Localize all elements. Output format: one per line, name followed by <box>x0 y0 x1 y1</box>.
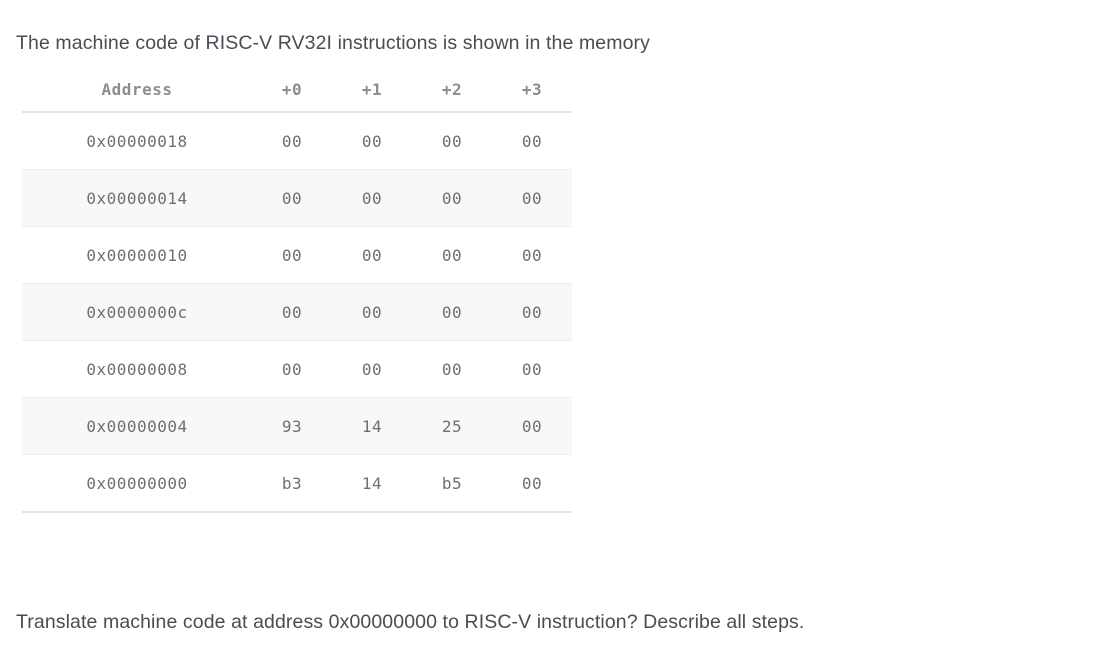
memory-table-body: 0x00000018 00 00 00 00 0x00000014 00 00 … <box>22 112 572 513</box>
cell-byte-0: 00 <box>281 131 303 151</box>
cell-byte-3: 00 <box>492 340 572 398</box>
column-header-offset-1: +1 <box>332 74 412 113</box>
cell-byte-3: 00 <box>492 169 572 227</box>
cell-byte-3: 00 <box>492 283 572 341</box>
cell-byte-2: 00 <box>412 340 492 398</box>
cell-byte-0: 93 <box>252 397 332 455</box>
column-header-address: Address <box>22 74 252 113</box>
cell-byte-0: 00 <box>252 169 332 227</box>
memory-table-container: Address +0 +1 +2 +3 0x00000018 00 00 00 … <box>22 74 572 513</box>
cell-address: 0x00000004 <box>22 397 252 455</box>
table-row: 0x00000004 93 14 25 00 <box>22 397 572 455</box>
cell-address: 0x0000000c <box>22 283 252 341</box>
column-header-offset-2: +2 <box>412 74 492 113</box>
table-header-row: Address +0 +1 +2 +3 <box>22 74 572 113</box>
cell-byte-2: 00 <box>441 131 463 151</box>
table-row: 0x00000008 00 00 00 00 <box>22 340 572 398</box>
cell-byte-1: 14 <box>332 454 412 513</box>
cell-address: 0x00000010 <box>22 226 252 284</box>
cell-byte-0: 00 <box>252 283 332 341</box>
cell-byte-1: 14 <box>332 397 412 455</box>
table-row: 0x00000010 00 00 00 00 <box>22 226 572 284</box>
cell-byte-0: b3 <box>252 454 332 513</box>
cell-byte-2: 25 <box>412 397 492 455</box>
column-header-offset-3: +3 <box>492 74 572 113</box>
intro-paragraph: The machine code of RISC-V RV32I instruc… <box>16 31 650 54</box>
cell-byte-2: 00 <box>412 283 492 341</box>
table-row: 0x00000018 00 00 00 00 <box>22 112 572 170</box>
cell-byte-1: 00 <box>361 131 383 151</box>
cell-byte-3: 00 <box>492 397 572 455</box>
column-header-offset-0: +0 <box>252 74 332 113</box>
cell-byte-1: 00 <box>332 340 412 398</box>
cell-byte-0: 00 <box>252 340 332 398</box>
question-paragraph: Translate machine code at address 0x0000… <box>16 610 805 633</box>
table-row: 0x0000000c 00 00 00 00 <box>22 283 572 341</box>
cell-byte-3: 00 <box>492 454 572 513</box>
memory-table: Address +0 +1 +2 +3 0x00000018 00 00 00 … <box>22 74 572 513</box>
cell-byte-0: 00 <box>252 226 332 284</box>
cell-byte-3: 00 <box>492 226 572 284</box>
table-row: 0x00000000 b3 14 b5 00 <box>22 454 572 513</box>
cell-address: 0x00000014 <box>22 169 252 227</box>
memory-table-header: Address +0 +1 +2 +3 <box>22 74 572 113</box>
cell-address: 0x00000008 <box>22 340 252 398</box>
cell-byte-1: 00 <box>332 169 412 227</box>
cell-byte-2: b5 <box>412 454 492 513</box>
cell-byte-2: 00 <box>412 226 492 284</box>
cell-byte-1: 00 <box>332 226 412 284</box>
cell-address: 0x00000000 <box>22 454 252 513</box>
cell-address: 0x00000018 <box>86 131 188 151</box>
cell-byte-2: 00 <box>412 169 492 227</box>
table-row: 0x00000014 00 00 00 00 <box>22 169 572 227</box>
cell-byte-3: 00 <box>521 131 543 151</box>
cell-byte-1: 00 <box>332 283 412 341</box>
